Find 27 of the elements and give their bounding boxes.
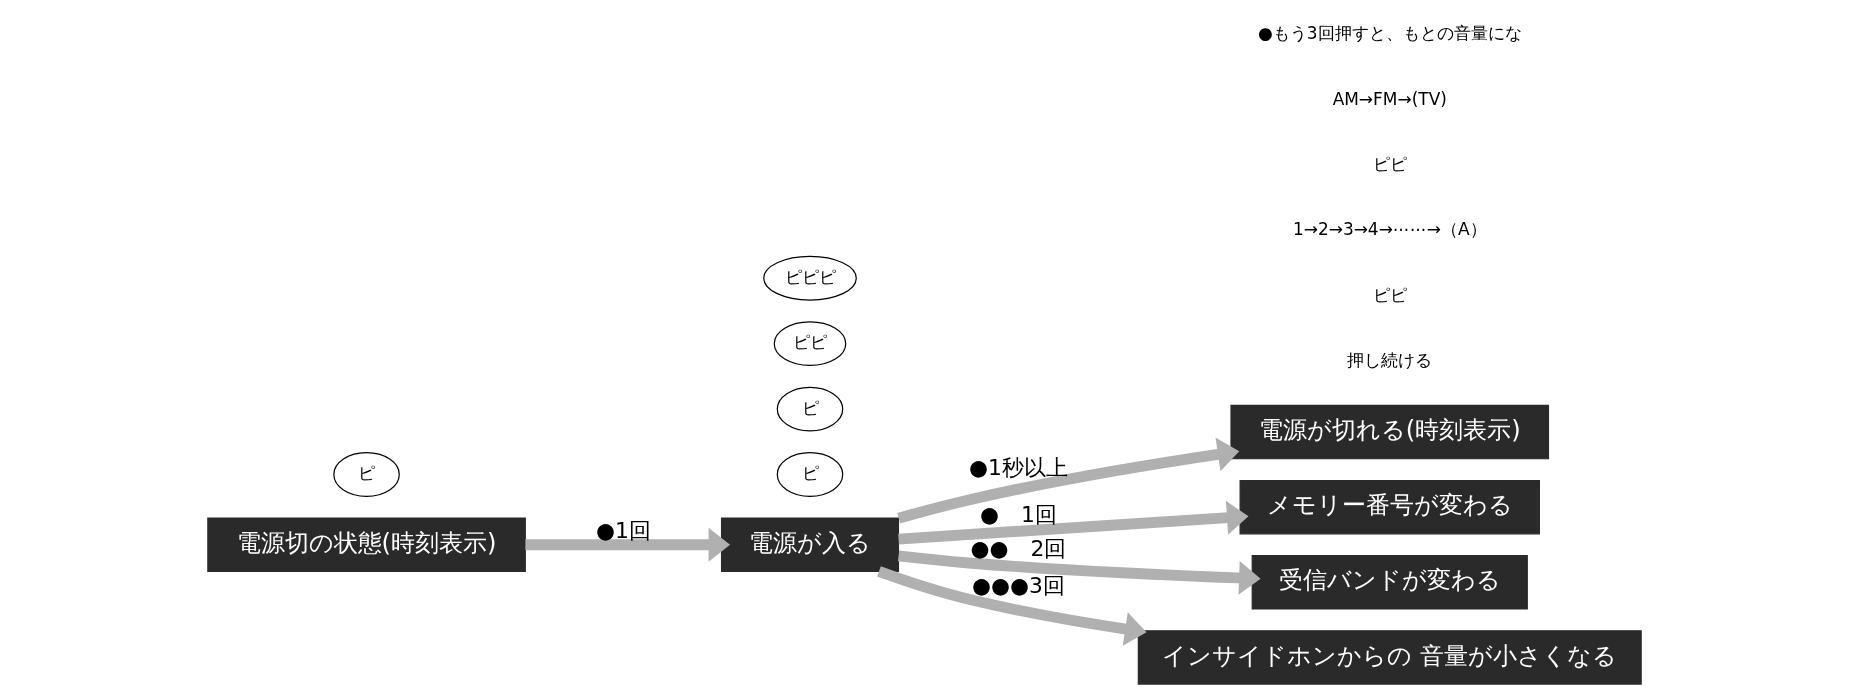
- label: ピピ: [1372, 154, 1407, 175]
- node-ellipse: ピ: [333, 452, 400, 497]
- edge-label: ●●●3回: [971, 572, 1065, 598]
- arrow: [897, 550, 1261, 595]
- node-box: メモリー番号が変わる: [1239, 479, 1540, 535]
- arrow: [877, 566, 1147, 646]
- edge-label: ●● 2回: [970, 536, 1067, 562]
- arrow: [897, 437, 1240, 524]
- node-box: 電源が切れる(時刻表示): [1230, 404, 1550, 460]
- label: 1→2→3→4→⋯⋯→（A）: [1292, 219, 1487, 240]
- arrow: [525, 527, 731, 562]
- label: ピピ: [1372, 284, 1407, 305]
- edge-label: ●1回: [595, 517, 651, 543]
- edge-label: ●1秒以上: [968, 454, 1068, 480]
- node-ellipse: ピピピ: [763, 255, 857, 301]
- arrow: [898, 500, 1249, 545]
- node-ellipse: ピ: [776, 386, 844, 432]
- label: AM→FM→(TV): [1332, 88, 1447, 109]
- node-box: 電源が入る: [720, 517, 900, 573]
- label: 押し続ける: [1347, 350, 1433, 371]
- edge-label: ● 1回: [979, 502, 1057, 528]
- node-box: 受信バンドが変わる: [1251, 555, 1528, 610]
- label: ●もう3回押すと、もとの音量にな: [1257, 23, 1522, 44]
- node-ellipse: ピピ: [773, 321, 847, 367]
- node-box: インサイドホンからの 音量が小さくなる: [1137, 630, 1642, 685]
- node-box: 電源切の状態(時刻表示): [207, 517, 526, 573]
- node-ellipse: ピ: [776, 452, 844, 497]
